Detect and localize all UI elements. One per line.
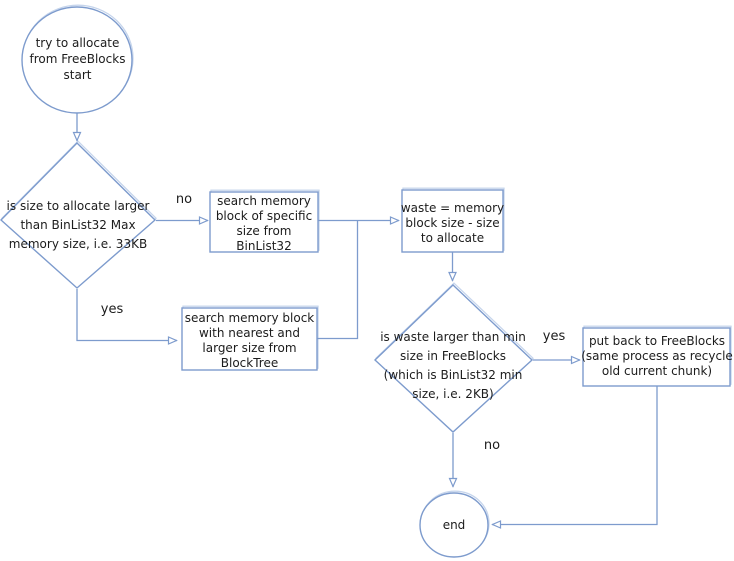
search-binlist32-rect <box>209 191 319 253</box>
search-blocktree-rect <box>181 307 318 371</box>
decision-size-diamond <box>0 142 157 289</box>
connector-layer <box>76 113 658 525</box>
edge-decision-size-yes <box>76 289 177 341</box>
edge-putback-to-end <box>492 386 658 525</box>
start-circle <box>21 6 133 114</box>
end-circle <box>419 492 489 558</box>
compute-waste-rect <box>401 189 504 253</box>
node-shape-layer <box>0 6 731 558</box>
put-back-rect <box>582 327 731 387</box>
edge-blocktree-join <box>317 221 359 340</box>
decision-waste-diamond <box>373 284 534 433</box>
